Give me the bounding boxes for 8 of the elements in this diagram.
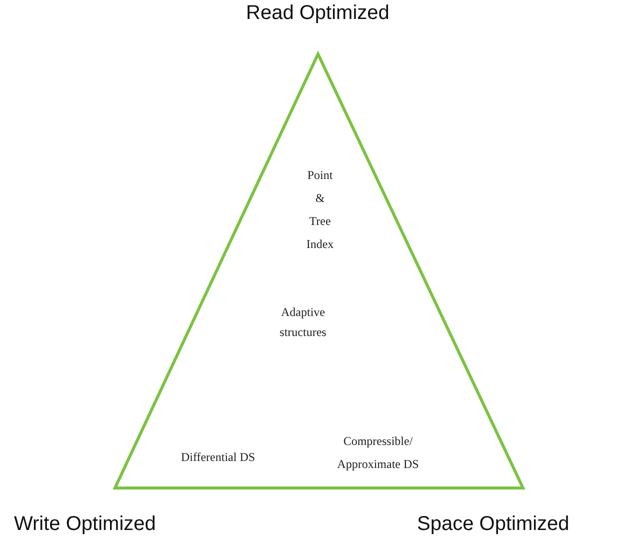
corner-label: Space Optimized <box>417 513 570 536</box>
triangle-shape <box>113 52 525 490</box>
structure-label: Compressible/ Approximate DS <box>336 433 420 473</box>
structure-label: Differential DS <box>180 449 256 465</box>
corner-label: Write Optimized <box>14 513 156 536</box>
corner-label: Read Optimized <box>246 2 390 25</box>
structure-label: Point & Tree Index <box>305 167 335 253</box>
structure-label: Adaptive structures <box>278 304 328 341</box>
